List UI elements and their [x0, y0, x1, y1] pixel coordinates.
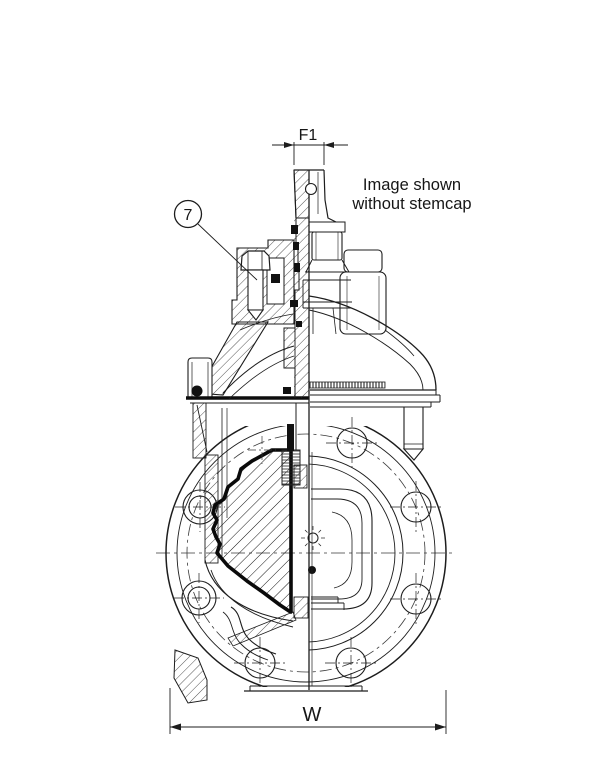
bonnet-lug-cap [343, 249, 383, 273]
dim-arrow [284, 142, 294, 148]
dim-arrow [435, 723, 446, 731]
balloon-callout: 7 [173, 199, 258, 281]
note-line-1: Image shown [363, 176, 461, 194]
packing-gland-bolt [240, 250, 271, 321]
bonnet-bell-curve [308, 295, 437, 391]
bolt-circle [186, 433, 426, 673]
bolt-hole [390, 573, 442, 625]
flange-bolt-holes [174, 417, 442, 689]
seat-pocket-detail [301, 488, 373, 610]
bolt-hole [390, 481, 442, 533]
dimension-f1: F1 [272, 127, 348, 165]
dimension-w-label: W [303, 704, 322, 726]
bolt-hex-head [240, 250, 271, 271]
dimension-f1-label: F1 [299, 127, 318, 144]
bolt-hole [325, 637, 377, 689]
note-text: Image shown without stemcap [351, 176, 471, 213]
bonnet-gasket-seal [191, 385, 203, 397]
stem-pin-hole [304, 182, 318, 196]
body-base [244, 685, 368, 694]
callout-leader-line [197, 223, 258, 281]
bolt-hole [326, 417, 378, 469]
stem-packing-o-rings [283, 225, 302, 394]
bolt-hole [174, 573, 224, 623]
callout-balloon [173, 199, 203, 229]
bolt-tip [246, 309, 265, 321]
sectioned-foot [173, 649, 208, 704]
dim-arrow [324, 142, 334, 148]
seat-screw [307, 532, 319, 544]
callout-number: 7 [184, 207, 193, 224]
wedge-top-seal [287, 424, 294, 451]
valve-stem [293, 169, 337, 223]
o-ring-seal [271, 274, 280, 283]
raised-face-circles [309, 455, 404, 651]
note-line-2: without stemcap [351, 195, 471, 213]
inner-flange-circle [176, 426, 436, 683]
bonnet-bolt-tip [402, 448, 425, 461]
wedge-rubber-outline [211, 448, 293, 614]
dim-arrow [170, 723, 181, 731]
bolt-shank [247, 269, 264, 311]
section-plane-edge [308, 170, 313, 690]
dimension-w: W [169, 688, 447, 734]
bonnet-right-external [302, 221, 441, 461]
gate-wedge [211, 403, 309, 619]
serrated-band [309, 381, 386, 389]
